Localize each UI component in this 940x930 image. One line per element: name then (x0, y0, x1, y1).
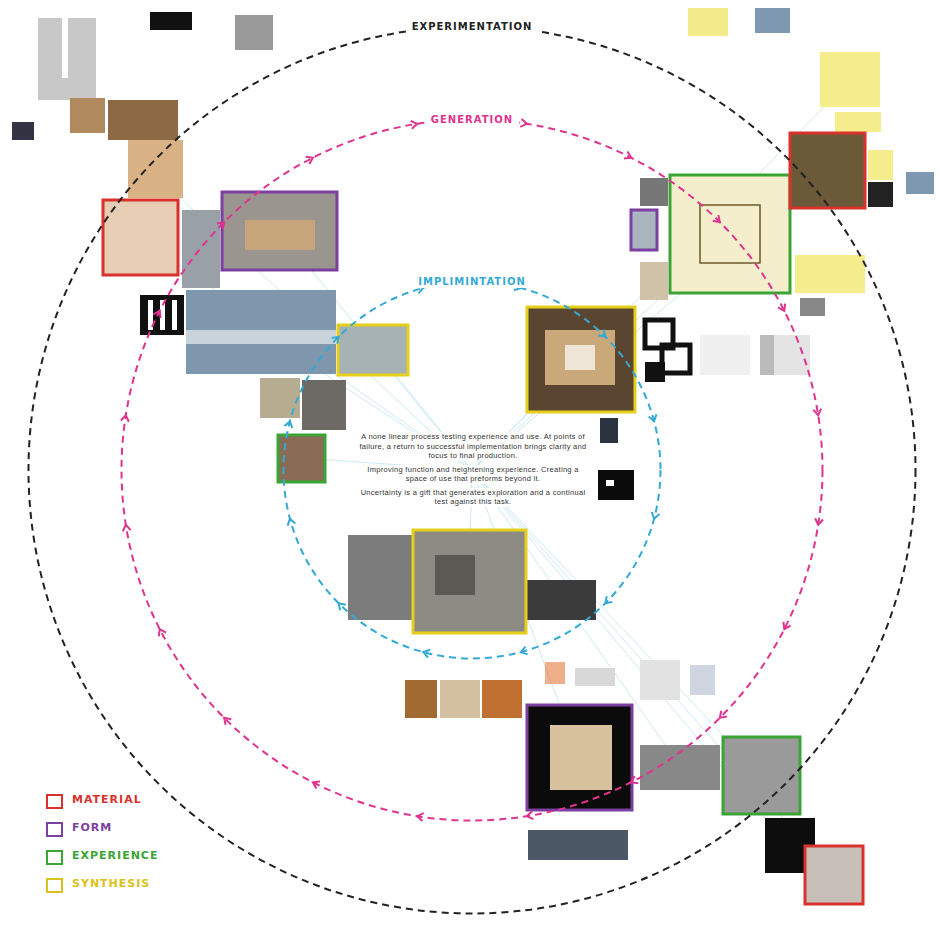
process-note: Uncertainty is a gift that generates exp… (357, 488, 589, 507)
legend-label: EXPERIENCE (72, 849, 158, 862)
legend-swatch (46, 878, 63, 893)
ring-title: IMPLIMINTATION (412, 275, 532, 288)
process-note: A none linear process testing experience… (357, 432, 589, 461)
legend-swatch (46, 822, 63, 837)
ring-title: EXPERIMENTATION (406, 20, 539, 33)
legend-swatch (46, 794, 63, 809)
legend-label: MATERIAL (72, 793, 142, 806)
ring-title: GENERATION (425, 113, 519, 126)
process-note: Improving function and heightening exper… (357, 465, 589, 484)
center-notes: A none linear process testing experience… (357, 432, 589, 511)
legend-label: SYNTHESIS (72, 877, 150, 890)
legend-label: FORM (72, 821, 112, 834)
leader-lines (140, 80, 850, 875)
legend-swatch (46, 850, 63, 865)
unframed-images (12, 8, 934, 873)
framed-images (103, 133, 865, 904)
